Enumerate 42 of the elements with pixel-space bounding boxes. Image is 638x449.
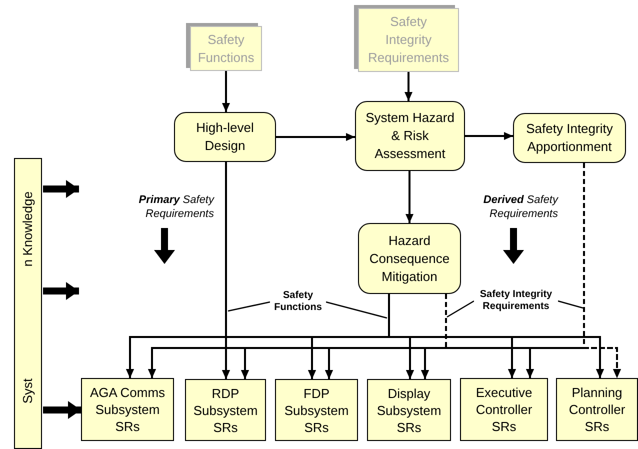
box-text: FDP Subsystem SRs <box>283 384 350 436</box>
process-box <box>355 101 465 171</box>
leader-line <box>446 300 474 318</box>
arrow <box>406 171 414 223</box>
box-text: Planning Controller SRs <box>568 384 626 435</box>
box-text: Display Subsystem SRs <box>376 384 442 436</box>
box-text: Hazard Consequence Mitigation <box>368 232 451 286</box>
arrow <box>222 71 230 112</box>
box-text: AGA Comms Subsystem SRs <box>88 384 166 435</box>
leader-line <box>558 300 584 309</box>
block-arrow <box>43 401 81 419</box>
edge-label: Safety Integrity Requirements <box>474 288 558 314</box>
arrow <box>465 132 513 140</box>
requirements-box <box>460 378 548 441</box>
process-box <box>513 113 626 163</box>
arrow <box>404 72 412 101</box>
process-box <box>174 112 276 162</box>
box-text: RDP Subsystem SRs <box>192 384 259 436</box>
requirements-box <box>556 378 638 441</box>
box-text: Safety Integrity Apportionment <box>525 120 614 156</box>
process-box <box>358 223 461 294</box>
arrow <box>276 133 355 141</box>
box-text: High-level Design <box>195 119 255 155</box>
box-text: Safety Functions <box>198 30 254 66</box>
annotation-text: Primary Safety Requirements <box>138 193 214 221</box>
requirements-box <box>367 379 451 441</box>
bar-text: n Knowledge <box>21 191 35 267</box>
block-arrow <box>43 282 79 300</box>
bar-text: Syst <box>21 378 35 404</box>
block-arrow <box>43 180 79 198</box>
leader-line <box>326 301 388 319</box>
arrow <box>583 163 621 378</box>
side-bar <box>14 158 42 449</box>
arrow <box>388 294 604 378</box>
box-text: Safety Integrity Requirements <box>368 13 449 67</box>
box-text: Executive Controller SRs <box>474 384 534 435</box>
annotation-text: Derived Safety Requirements <box>482 193 558 221</box>
box-text: System Hazard & Risk Assessment <box>364 109 456 163</box>
requirements-box <box>81 378 174 441</box>
leader-line <box>228 301 270 312</box>
requirements-box <box>185 379 266 441</box>
requirements-box <box>275 379 358 441</box>
